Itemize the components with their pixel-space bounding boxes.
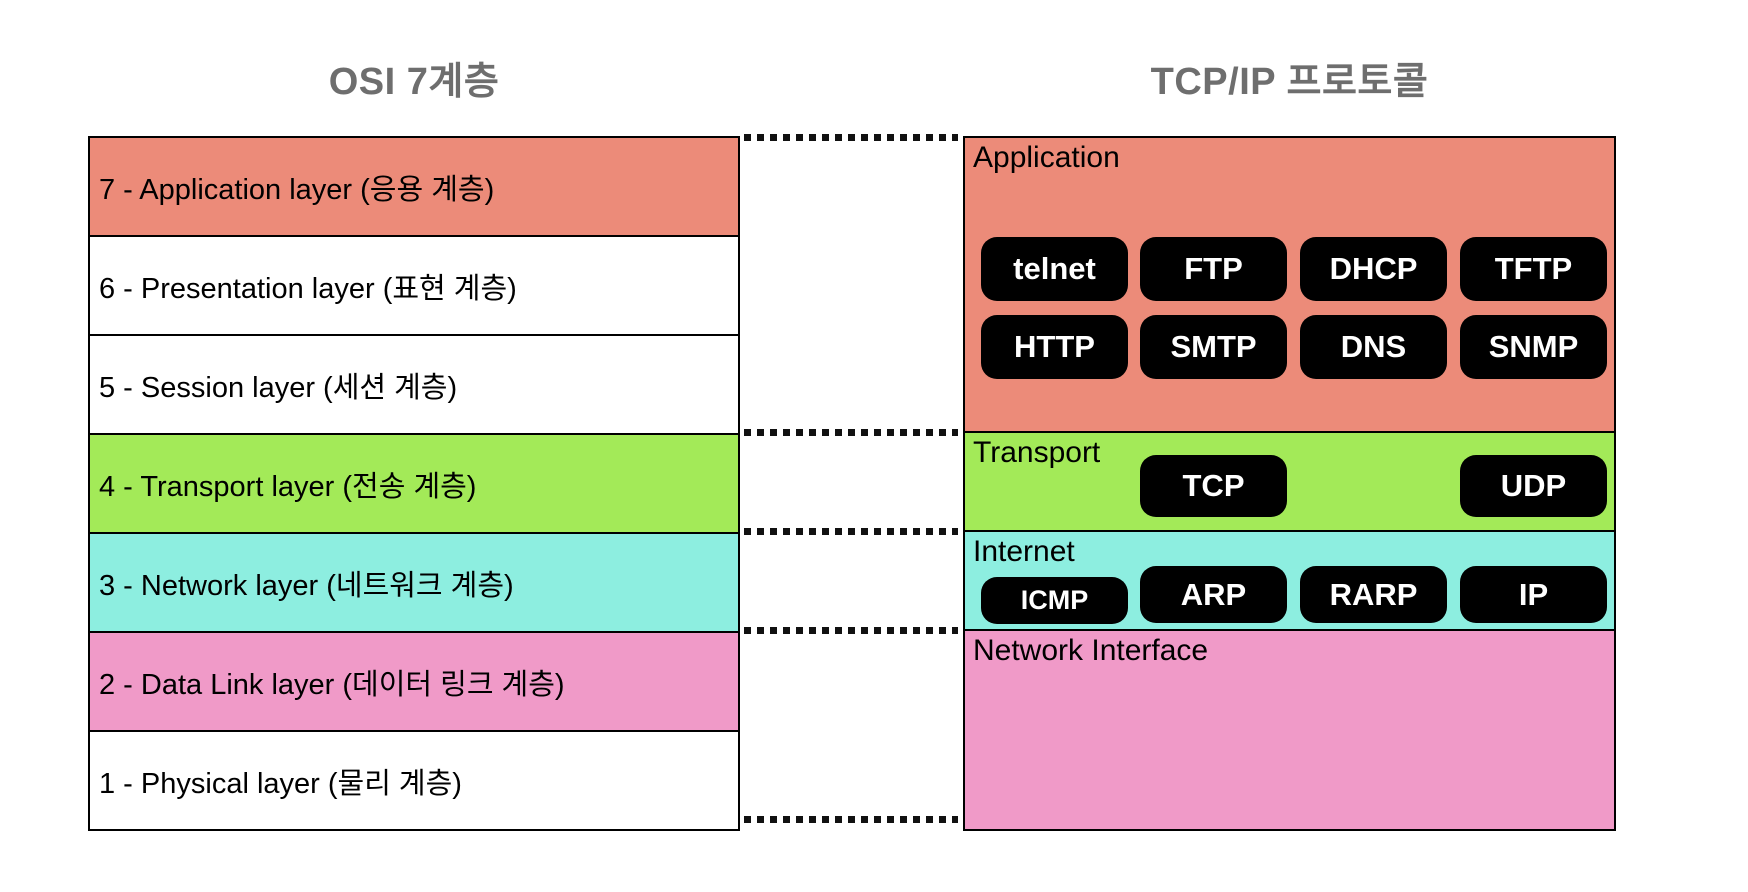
tcpip-protocol-table: Application telnet FTP DHCP TFTP HTTP SM… — [963, 136, 1616, 831]
osi-layer-5-session: 5 - Session layer (세션 계층) — [90, 334, 738, 433]
protocol-pill-udp: UDP — [1460, 455, 1607, 517]
internet-section-label: Internet — [973, 535, 1075, 568]
tcpip-section-internet: Internet ICMP ARP RARP IP — [965, 532, 1614, 631]
osi-layers-table: 7 - Application layer (응용 계층) 6 - Presen… — [88, 136, 740, 831]
connector-dotted-line-bottom — [744, 816, 958, 823]
osi-layer-1-physical: 1 - Physical layer (물리 계층) — [90, 730, 738, 829]
protocol-pill-tcp: TCP — [1140, 455, 1287, 517]
osi-layer-2-datalink: 2 - Data Link layer (데이터 링크 계층) — [90, 631, 738, 730]
osi-layer-4-transport: 4 - Transport layer (전송 계층) — [90, 433, 738, 532]
protocol-pill-tftp: TFTP — [1460, 237, 1607, 301]
osi-layer-7-application: 7 - Application layer (응용 계층) — [90, 138, 738, 235]
protocol-pill-arp: ARP — [1140, 566, 1287, 623]
protocol-pill-ftp: FTP — [1140, 237, 1287, 301]
protocol-pill-smtp: SMTP — [1140, 315, 1287, 379]
protocol-pill-dns: DNS — [1300, 315, 1447, 379]
connector-dotted-line-top — [744, 134, 958, 141]
protocol-pill-telnet: telnet — [981, 237, 1128, 301]
osi-column-title: OSI 7계층 — [328, 61, 500, 103]
protocol-pill-ip: IP — [1460, 566, 1607, 623]
network-interface-section-label: Network Interface — [973, 634, 1209, 667]
tcpip-section-transport: Transport TCP UDP — [965, 433, 1614, 532]
protocol-pill-rarp: RARP — [1300, 566, 1447, 623]
tcpip-section-application: Application telnet FTP DHCP TFTP HTTP SM… — [965, 138, 1614, 433]
application-section-label: Application — [973, 141, 1120, 174]
osi-layer-3-network: 3 - Network layer (네트워크 계층) — [90, 532, 738, 631]
protocol-pill-icmp: ICMP — [981, 577, 1128, 624]
protocol-pill-dhcp: DHCP — [1300, 237, 1447, 301]
tcpip-section-network-interface: Network Interface — [965, 631, 1614, 829]
osi-layer-6-presentation: 6 - Presentation layer (표현 계층) — [90, 235, 738, 334]
tcpip-column-title: TCP/IP 프로토콜 — [1150, 61, 1429, 103]
connector-dotted-line-transport-internet — [744, 528, 958, 535]
connector-dotted-line-internet-network — [744, 627, 958, 634]
protocol-pill-http: HTTP — [981, 315, 1128, 379]
connector-dotted-line-app-transport — [744, 429, 958, 436]
protocol-pill-snmp: SNMP — [1460, 315, 1607, 379]
transport-section-label: Transport — [973, 436, 1101, 469]
